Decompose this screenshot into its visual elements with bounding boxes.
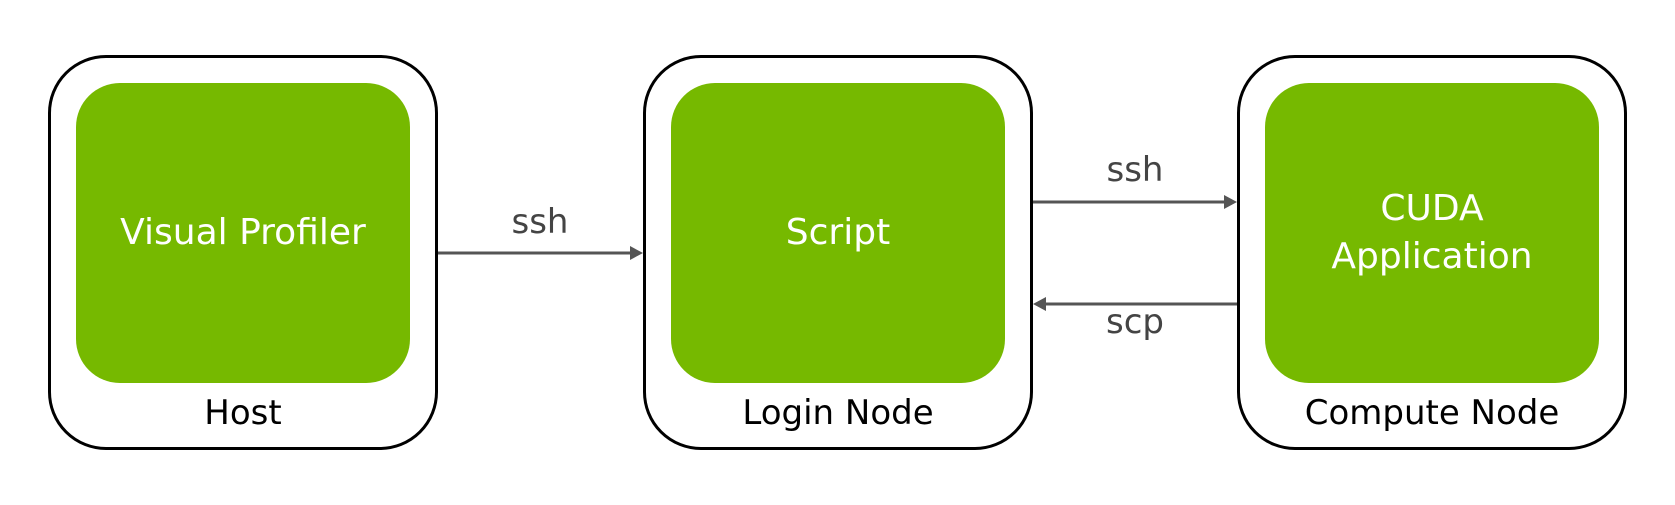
compute-node-caption: Compute Node (1304, 393, 1560, 433)
arrow-login-to-compute-head (1224, 195, 1237, 209)
visual-profiler-label: Visual Profiler (120, 212, 366, 253)
host-caption: Host (204, 393, 282, 433)
arrow-login-to-compute (1033, 195, 1237, 209)
visual-profiler-box: Visual Profiler (76, 83, 410, 383)
script-box: Script (671, 83, 1005, 383)
ssh-label-login-compute: ssh (1106, 150, 1164, 190)
cuda-application-box: CUDA Application (1265, 83, 1599, 383)
scp-label-compute-login: scp (1106, 302, 1164, 342)
login-node: Script Login Node (643, 55, 1033, 450)
arrow-host-to-login-head (630, 246, 643, 260)
login-node-caption: Login Node (742, 393, 934, 433)
ssh-label-host-login: ssh (511, 202, 569, 242)
arrow-compute-to-login (1033, 297, 1237, 311)
arrow-compute-to-login-head (1033, 297, 1046, 311)
arrow-host-to-login (438, 246, 643, 260)
cuda-application-label: CUDA Application (1331, 188, 1533, 277)
script-label: Script (785, 212, 891, 253)
host-node: Visual Profiler Host (48, 55, 438, 450)
compute-node: CUDA Application Compute Node (1237, 55, 1627, 450)
